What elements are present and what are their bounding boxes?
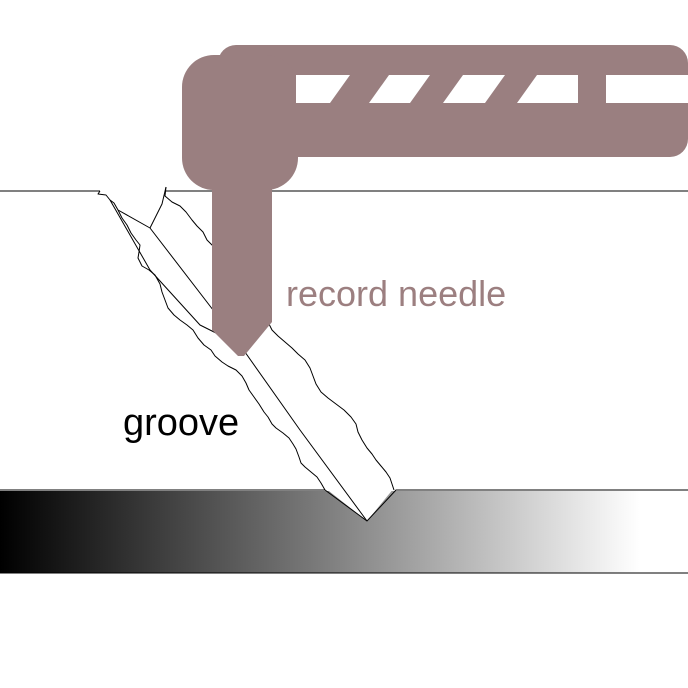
tonearm-slot [606, 75, 688, 103]
record-needle-arm [182, 45, 688, 356]
record-needle-label: record needle [286, 273, 507, 314]
groove-chip-line [149, 186, 167, 229]
groove-left-rough-edge [97, 190, 326, 491]
needle-shaft [212, 150, 272, 356]
tonearm-slot [296, 75, 350, 103]
groove-label: groove [123, 402, 240, 444]
groove-icon [97, 186, 395, 522]
tonearm-slot [517, 75, 578, 103]
tonearm-slot [443, 75, 505, 103]
groove-inner-line [117, 209, 241, 346]
groove-right-rough-edge [164, 186, 395, 491]
record-surface-gradient [0, 491, 688, 573]
groove-v-notch [325, 488, 394, 521]
tonearm-slot [369, 75, 430, 103]
